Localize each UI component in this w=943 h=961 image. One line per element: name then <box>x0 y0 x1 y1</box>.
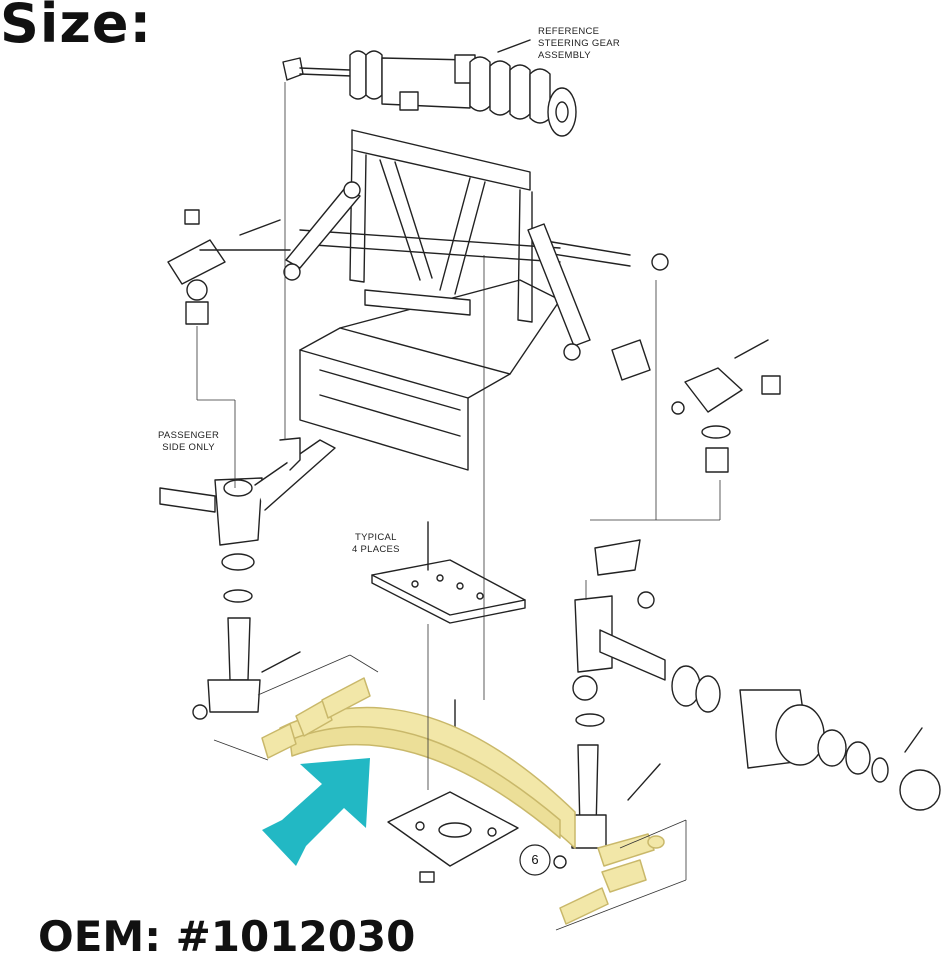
right-spindle-hub <box>553 539 941 869</box>
steering-gear-assembly <box>282 39 577 137</box>
leaf-spring-highlight <box>261 677 665 925</box>
mounting-plates <box>371 521 526 883</box>
left-spindle <box>159 437 336 720</box>
part-number-circle <box>519 844 551 876</box>
callout-line: SIDE ONLY <box>162 442 215 453</box>
frame-assembly <box>299 129 631 471</box>
callout-line: 4 PLACES <box>352 544 400 555</box>
callout-line: REFERENCE <box>538 26 600 37</box>
steering-gear-callout: REFERENCE STEERING GEAR ASSEMBLY <box>538 26 620 62</box>
callout-line: STEERING GEAR <box>538 38 621 49</box>
left-upper-link <box>167 209 291 325</box>
arrow-icon <box>262 758 370 866</box>
callout-line: TYPICAL <box>355 532 397 543</box>
size-heading: Size: <box>0 0 153 55</box>
typical-places-callout: TYPICAL 4 PLACES <box>352 532 400 556</box>
shock-absorbers <box>283 181 591 361</box>
part-number-label: 6 <box>531 852 539 867</box>
reference-lines <box>196 82 721 931</box>
callout-line: ASSEMBLY <box>538 50 591 61</box>
oem-heading: OEM: #1012030 <box>38 912 416 961</box>
right-upper-link <box>611 253 781 473</box>
passenger-side-callout: PASSENGER SIDE ONLY <box>158 430 219 454</box>
callout-line: PASSENGER <box>158 430 220 441</box>
